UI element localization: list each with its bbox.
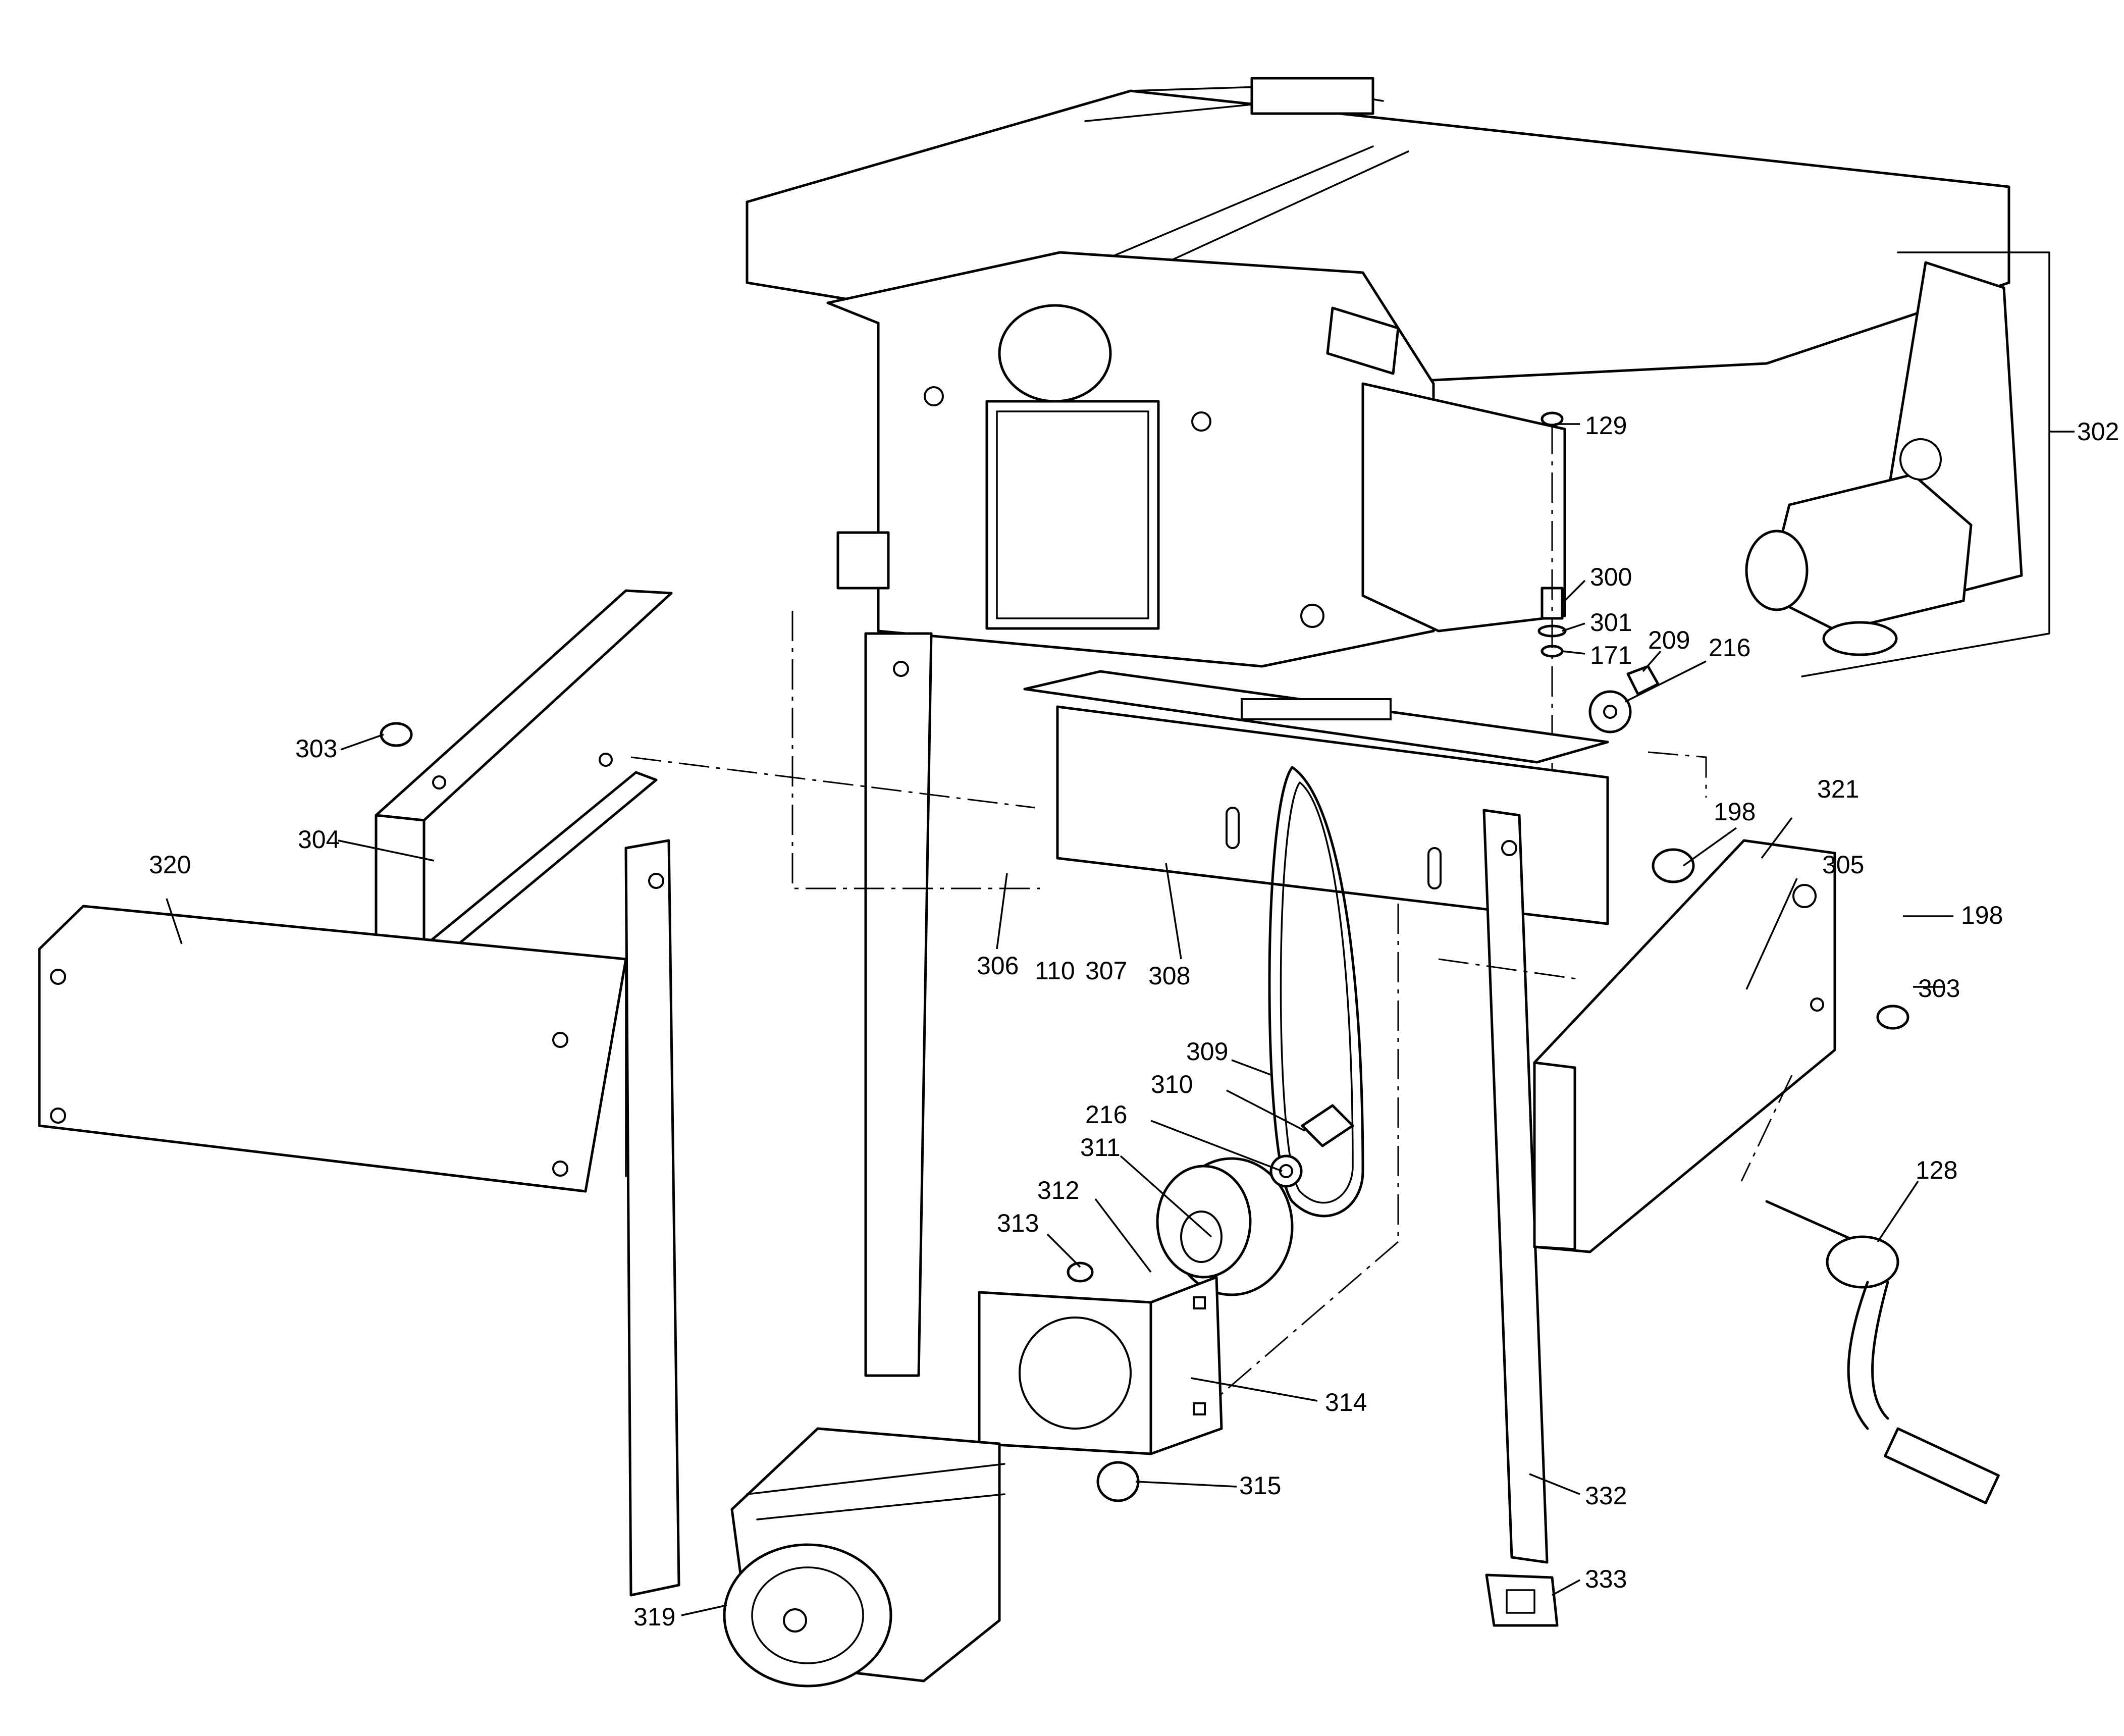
dust-hood-302 — [1745, 251, 2050, 677]
bolt-310 — [1269, 1104, 1354, 1188]
callout-315: 315 — [1239, 1471, 1281, 1500]
foot-333 — [1485, 1573, 1559, 1627]
callout-303-right: 303 — [1918, 974, 1960, 1003]
callout-319: 319 — [633, 1603, 675, 1631]
motor-plate-308 — [1023, 670, 1609, 925]
callout-308: 308 — [1148, 962, 1190, 990]
callout-209: 209 — [1648, 626, 1690, 654]
callout-320: 320 — [149, 851, 191, 879]
callout-128: 128 — [1916, 1156, 1957, 1184]
legs — [624, 632, 1549, 1597]
callout-306: 306 — [977, 952, 1019, 980]
callout-312: 312 — [1037, 1176, 1079, 1204]
callout-313: 313 — [997, 1209, 1039, 1237]
callout-307: 307 — [1085, 957, 1127, 985]
motor-319 — [723, 1427, 1005, 1688]
crank-handle-128 — [1765, 1200, 2000, 1504]
callout-311: 311 — [1080, 1133, 1121, 1162]
callout-301: 301 — [1590, 608, 1632, 637]
construction-lines — [630, 611, 1793, 1399]
small-bolts — [380, 722, 1909, 1502]
callout-198-upper: 198 — [1714, 798, 1756, 826]
callout-305: 305 — [1822, 851, 1864, 879]
hardware-stack — [1537, 411, 1660, 823]
pulley-311 — [1156, 1157, 1294, 1296]
callouts: 129 302 300 301 171 209 216 303 304 320 … — [149, 411, 2119, 1631]
callout-171: 171 — [1590, 641, 1632, 669]
callout-303-left: 303 — [295, 734, 337, 763]
side-panel-321 — [1533, 839, 1836, 1253]
callout-310: 310 — [1151, 1070, 1193, 1098]
callout-309: 309 — [1186, 1037, 1228, 1066]
callout-216-top: 216 — [1709, 634, 1750, 662]
callout-314: 314 — [1325, 1388, 1367, 1416]
planer-table-assembly — [746, 77, 2010, 668]
drive-belt-309 — [1268, 766, 1364, 1218]
callout-302: 302 — [2077, 417, 2119, 446]
callout-198-right: 198 — [1961, 901, 2003, 929]
side-panel-320 — [38, 905, 627, 1193]
callout-300: 300 — [1590, 563, 1632, 591]
callout-332: 332 — [1585, 1482, 1627, 1510]
callout-216-mid: 216 — [1085, 1100, 1127, 1129]
callout-321: 321 — [1817, 775, 1859, 803]
callout-129: 129 — [1585, 411, 1627, 440]
callout-110: 110 — [1035, 957, 1075, 985]
callout-304: 304 — [298, 825, 340, 854]
motor-bracket-314 — [978, 1276, 1223, 1455]
callout-333: 333 — [1585, 1565, 1627, 1593]
leader-lines — [166, 423, 2075, 1616]
